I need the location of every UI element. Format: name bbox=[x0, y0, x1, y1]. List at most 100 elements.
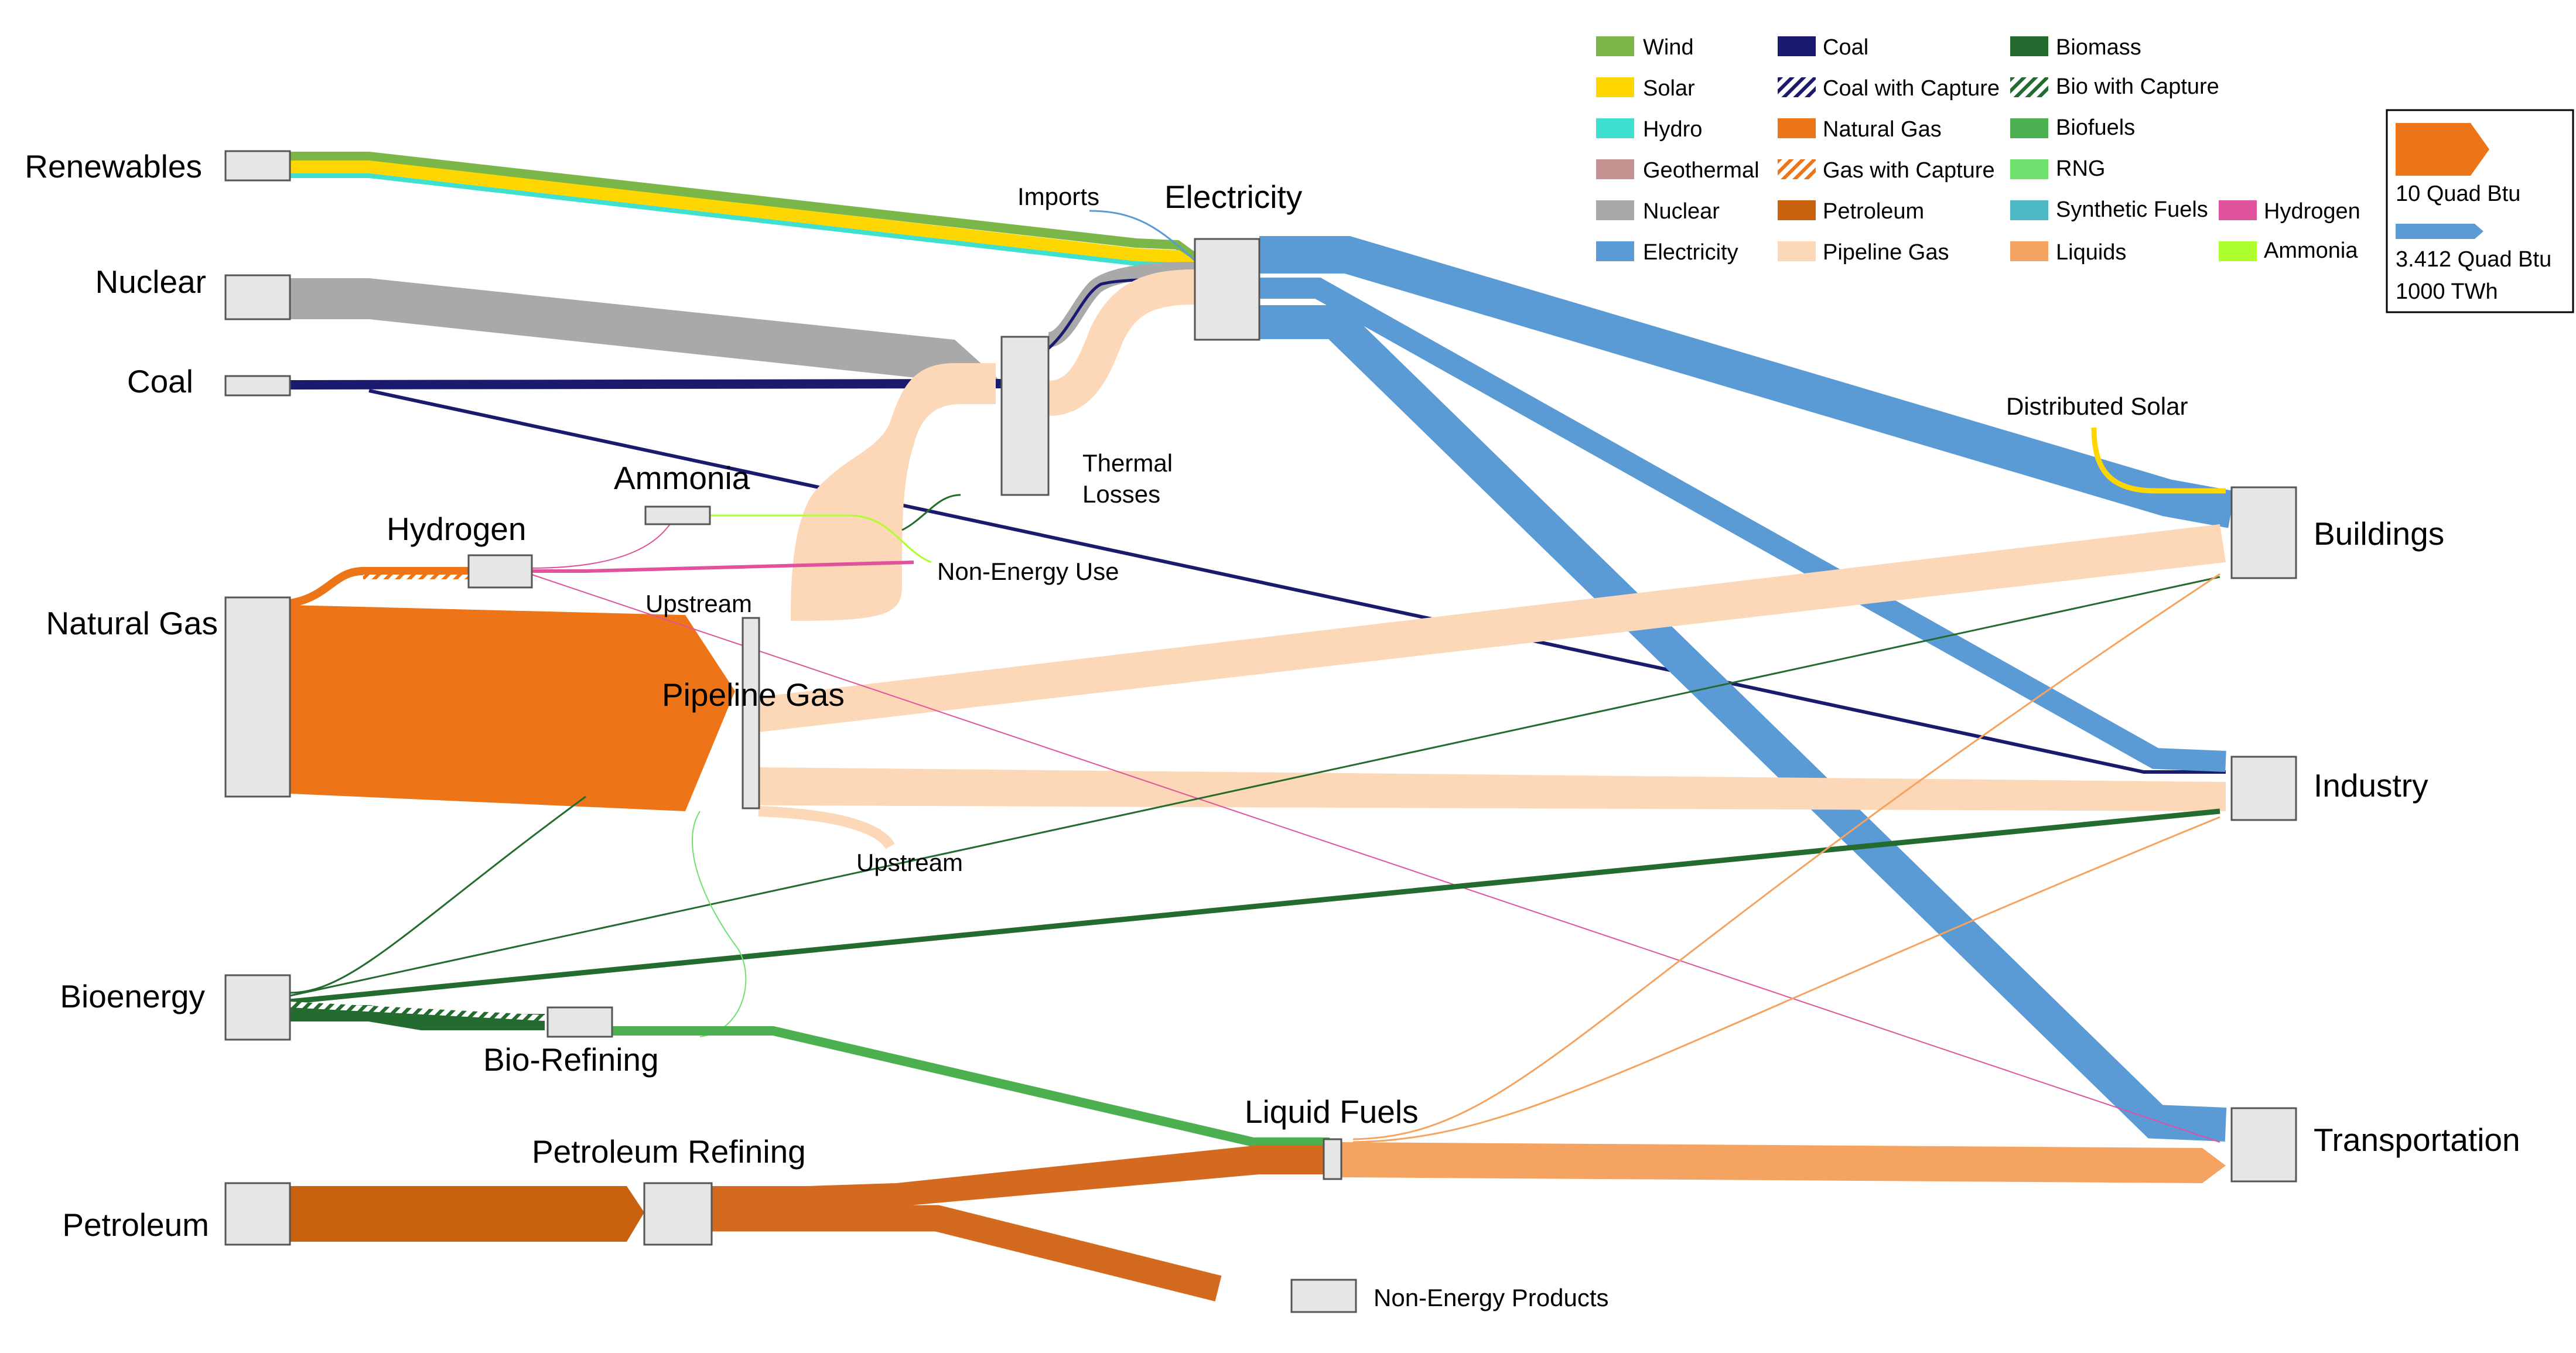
flow-natural-gas-to-pipeline bbox=[290, 605, 735, 811]
flow-distributed-solar bbox=[2091, 427, 2226, 494]
legend-swatch-bio-capture bbox=[2010, 77, 2048, 97]
flow-petroleum-to-refining bbox=[290, 1186, 644, 1242]
legend-label-petroleum: Petroleum bbox=[1823, 199, 1924, 224]
node-box-renewables[interactable] bbox=[224, 150, 291, 182]
node-box-nuclear[interactable] bbox=[224, 274, 291, 320]
node-box-ammonia[interactable] bbox=[644, 505, 711, 525]
node-box-industry[interactable] bbox=[2230, 756, 2297, 821]
node-box-bio-refining[interactable] bbox=[546, 1006, 613, 1038]
label-hydrogen: Hydrogen bbox=[387, 511, 526, 547]
legend-label-electricity: Electricity bbox=[1643, 240, 1738, 265]
legend-label-nuclear: Nuclear bbox=[1643, 199, 1720, 224]
label-electricity: Electricity bbox=[1164, 179, 1303, 215]
node-box-non-energy-products[interactable] bbox=[1290, 1279, 1357, 1313]
scale-orange-arrow bbox=[2396, 123, 2489, 176]
legend-label-solar: Solar bbox=[1643, 76, 1695, 101]
flow-gas-to-hydrogen bbox=[289, 567, 469, 607]
flow-solar-to-electricity bbox=[290, 160, 1199, 274]
node-box-petroleum[interactable] bbox=[224, 1182, 291, 1246]
flows bbox=[289, 152, 2235, 1301]
flow-pipeline-to-industry bbox=[759, 767, 2226, 811]
flow-imports-to-electricity bbox=[1089, 210, 1196, 262]
flow-hydrogen-to-non-energy bbox=[530, 561, 914, 573]
node-box-pipeline-gas[interactable] bbox=[742, 617, 760, 809]
legend-swatch-petroleum bbox=[1778, 200, 1816, 220]
flow-coal-to-industry bbox=[368, 389, 2226, 774]
flow-liquids-to-buildings bbox=[1352, 573, 2220, 1140]
legend-label-gas-capture: Gas with Capture bbox=[1823, 158, 1995, 183]
node-box-natural-gas[interactable] bbox=[224, 596, 291, 798]
flow-thermal-to-electricity bbox=[1047, 269, 1195, 416]
label-petroleum: Petroleum bbox=[62, 1207, 209, 1243]
label-nuclear: Nuclear bbox=[95, 264, 206, 300]
legend-swatch-solar bbox=[1596, 77, 1634, 97]
flow-biofuels-to-liquid-fuels bbox=[612, 1026, 1330, 1147]
node-box-petroleum-refining[interactable] bbox=[643, 1182, 713, 1246]
legend-label-natural-gas: Natural Gas bbox=[1823, 117, 1942, 142]
legend-label-biomass: Biomass bbox=[2056, 35, 2141, 60]
legend-label-wind: Wind bbox=[1643, 35, 1694, 60]
label-thermal-losses-1: Thermal bbox=[1082, 449, 1173, 477]
label-bioenergy: Bioenergy bbox=[60, 978, 205, 1014]
scale-blue-arrow bbox=[2396, 224, 2483, 239]
legend-label-coal-capture: Coal with Capture bbox=[1823, 76, 2000, 101]
legend-swatch-hydro bbox=[1596, 118, 1634, 138]
flow-pipeline-to-upstream bbox=[758, 806, 895, 850]
legend-swatch-ammonia bbox=[2219, 241, 2257, 261]
node-box-coal[interactable] bbox=[224, 375, 291, 397]
flow-bio-to-buildings bbox=[289, 576, 2220, 997]
node-box-hydrogen[interactable] bbox=[467, 554, 533, 589]
legend-label-synthetic-fuels: Synthetic Fuels bbox=[2056, 197, 2208, 222]
legend-label-bio-capture: Bio with Capture bbox=[2056, 74, 2219, 99]
flow-refining-to-non-energy-products bbox=[712, 1205, 1222, 1301]
legend-label-ammonia: Ammonia bbox=[2264, 238, 2358, 263]
label-non-energy-use: Non-Energy Use bbox=[937, 558, 1119, 585]
label-distributed-solar: Distributed Solar bbox=[2006, 392, 2188, 420]
legend-swatch-synthetic-fuels bbox=[2010, 200, 2048, 220]
node-box-bioenergy[interactable] bbox=[224, 974, 291, 1041]
flow-nuclear bbox=[290, 278, 1002, 382]
flow-bio-to-non-energy bbox=[901, 494, 961, 531]
flow-ammonia-to-non-energy bbox=[709, 514, 932, 563]
flow-rng-to-pipeline bbox=[692, 811, 747, 1037]
legend-swatch-geothermal bbox=[1596, 159, 1634, 179]
node-box-thermal-losses[interactable] bbox=[1000, 336, 1050, 496]
legend-swatch-coal-capture bbox=[1778, 77, 1816, 97]
label-industry: Industry bbox=[2314, 767, 2428, 804]
flow-electricity-to-industry bbox=[1259, 278, 2226, 772]
label-upstream-top: Upstream bbox=[645, 590, 752, 617]
node-labels: Renewables Nuclear Coal Natural Gas Bioe… bbox=[25, 148, 2520, 1311]
label-coal: Coal bbox=[127, 363, 193, 399]
legend-swatch-nuclear bbox=[1596, 200, 1634, 220]
node-box-transportation[interactable] bbox=[2230, 1107, 2297, 1183]
legend-label-hydro: Hydro bbox=[1643, 117, 1702, 142]
node-box-liquid-fuels[interactable] bbox=[1323, 1138, 1342, 1180]
node-box-electricity[interactable] bbox=[1194, 238, 1260, 341]
label-natural-gas: Natural Gas bbox=[46, 605, 218, 641]
legend-label-biofuels: Biofuels bbox=[2056, 115, 2135, 140]
scale-box: 10 Quad Btu 3.412 Quad Btu 1000 TWh bbox=[2386, 109, 2574, 313]
legend-swatch-electricity bbox=[1596, 241, 1634, 261]
legend-swatch-rng bbox=[2010, 159, 2048, 179]
legend-label-pipeline-gas: Pipeline Gas bbox=[1823, 240, 1949, 265]
flow-electricity-to-transportation bbox=[1259, 305, 2227, 1142]
flow-bio-to-refining bbox=[290, 1005, 545, 1030]
flow-gas-to-pipeline bbox=[791, 363, 996, 621]
flow-bio-to-pipeline-gas bbox=[289, 795, 586, 994]
label-liquid-fuels: Liquid Fuels bbox=[1245, 1094, 1419, 1130]
flow-electricity-to-buildings bbox=[1259, 236, 2235, 528]
label-imports: Imports bbox=[1017, 183, 1099, 210]
label-thermal-losses-2: Losses bbox=[1082, 480, 1160, 508]
label-buildings: Buildings bbox=[2314, 515, 2444, 552]
flow-bio-with-capture bbox=[289, 1002, 545, 1021]
flow-bio-to-industry bbox=[289, 808, 2220, 1004]
legend-swatch-gas-capture bbox=[1778, 159, 1816, 179]
scale-orange-label: 10 Quad Btu bbox=[2396, 182, 2520, 206]
node-box-buildings[interactable] bbox=[2230, 486, 2297, 579]
legend-swatch-biomass bbox=[2010, 36, 2048, 56]
flow-liquids-to-industry bbox=[1352, 816, 2220, 1143]
flow-refining-to-liquid-fuels bbox=[712, 1145, 1324, 1215]
legend-label-hydrogen: Hydrogen bbox=[2264, 199, 2360, 224]
label-transportation: Transportation bbox=[2314, 1122, 2520, 1158]
